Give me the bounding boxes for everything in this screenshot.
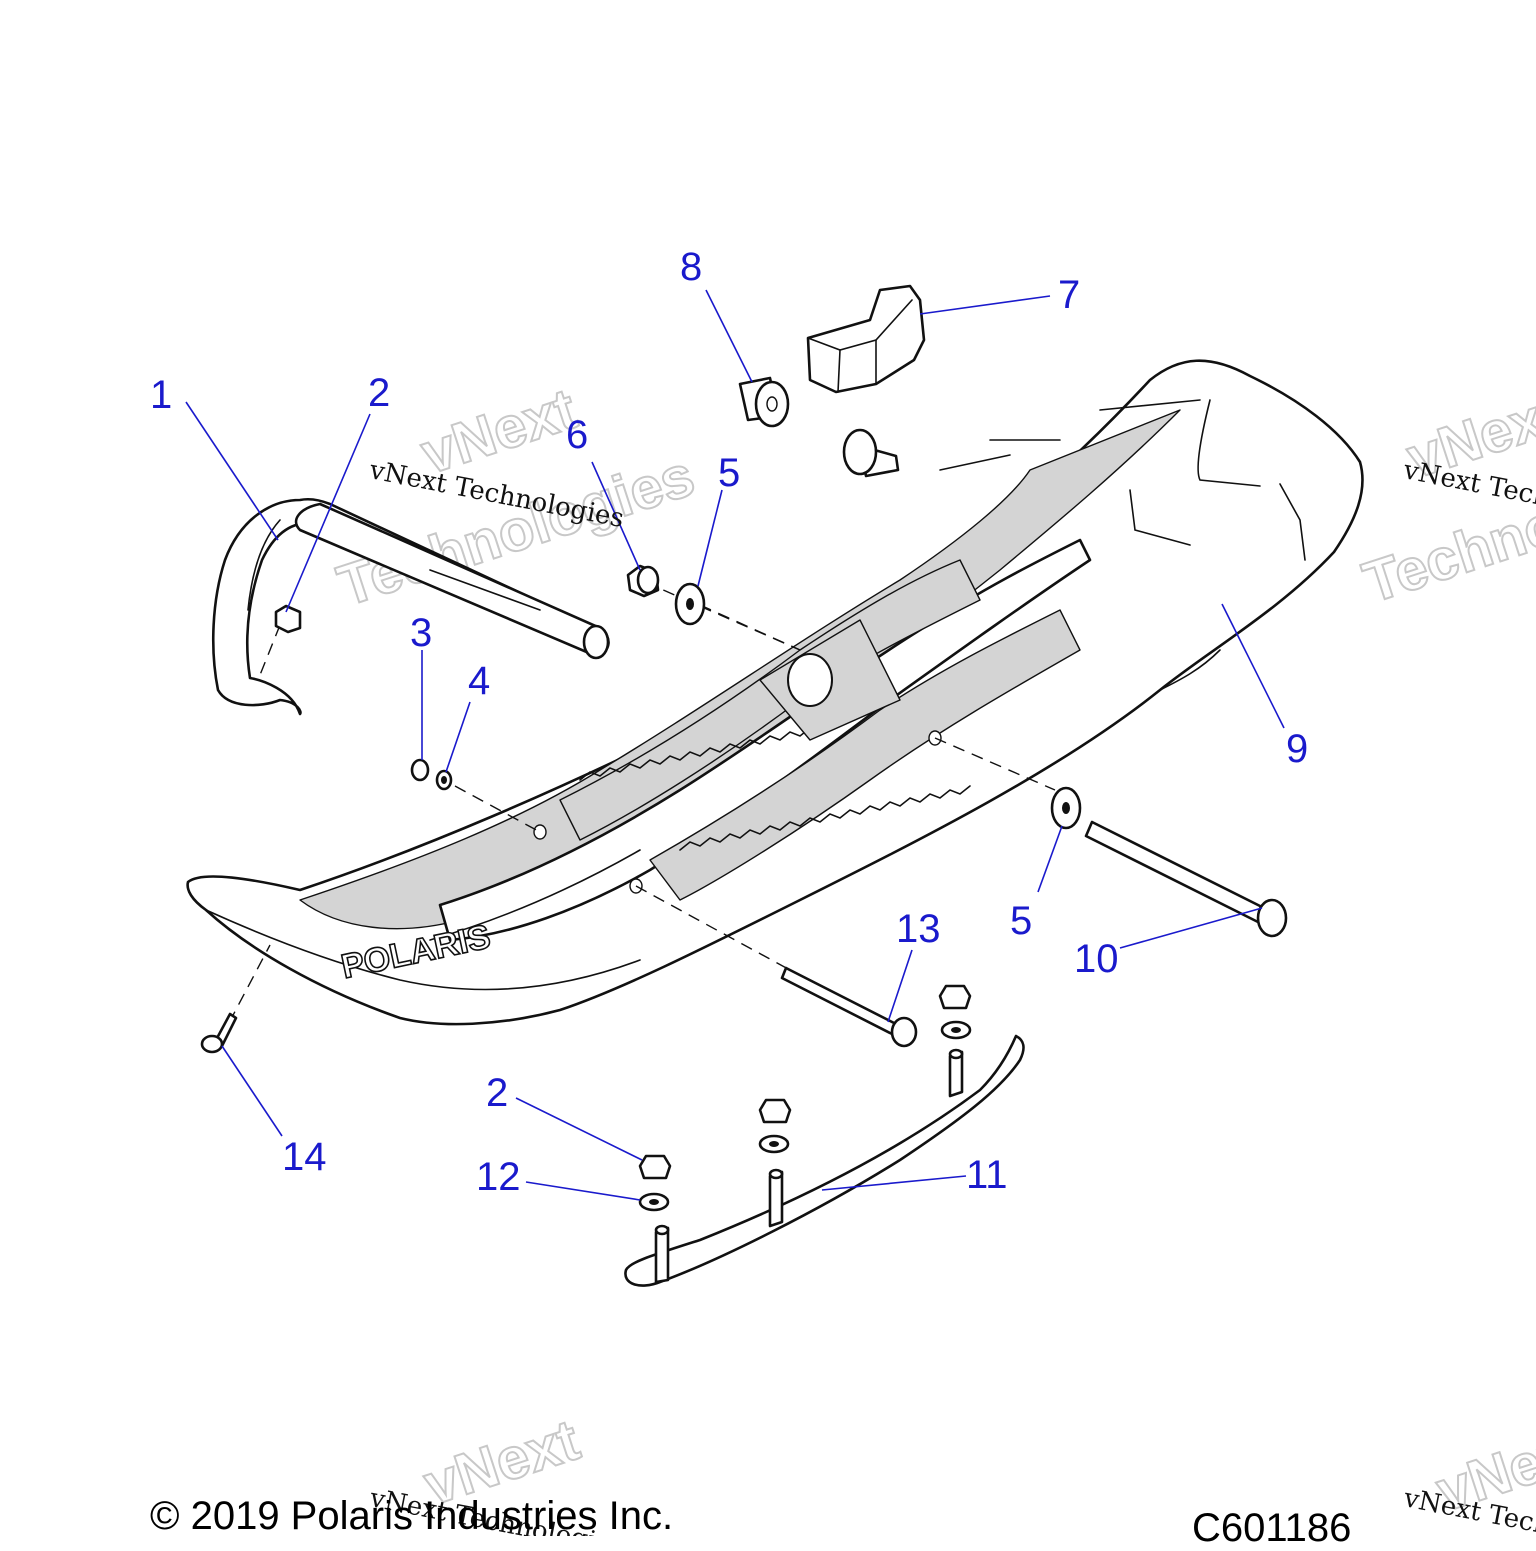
- runner-nut-right: [938, 984, 972, 1010]
- rivet: [200, 1012, 238, 1054]
- insert-top: [274, 604, 302, 634]
- callout-2-top: 2: [368, 371, 390, 415]
- callout-5-lower: 5: [1010, 899, 1032, 943]
- washer-small: [435, 769, 453, 791]
- leader-lines: [185, 289, 1285, 1201]
- callout-2-lower: 2: [486, 1071, 508, 1115]
- callout-6: 6: [566, 413, 588, 457]
- callout-5-upper: 5: [718, 451, 740, 495]
- washer-upper: [674, 582, 706, 626]
- long-bolt: [1084, 820, 1288, 938]
- runner-washer-mid: [758, 1134, 790, 1154]
- bolt: [780, 966, 918, 1048]
- runner-washer-left: [638, 1192, 670, 1212]
- callout-13: 13: [896, 907, 941, 951]
- ski-body: POLARIS: [186, 359, 1364, 1026]
- diagram-code: C601186: [1192, 1506, 1352, 1550]
- carbide-runner: [624, 1034, 1025, 1287]
- callout-10: 10: [1074, 937, 1119, 981]
- callout-14: 14: [282, 1135, 327, 1179]
- callout-1: 1: [150, 373, 172, 417]
- assembly-lines: [219, 581, 1056, 1041]
- spindle-sleeve-upper: [738, 376, 790, 428]
- callout-7: 7: [1058, 273, 1080, 317]
- callout-12: 12: [476, 1155, 521, 1199]
- bushing: [626, 564, 660, 598]
- runner-washer-right: [940, 1020, 972, 1040]
- ski-handle: [211, 497, 610, 716]
- runner-nut-mid: [758, 1098, 792, 1124]
- saddle-block: [806, 284, 926, 394]
- copyright-notice: © 2019 Polaris Industries Inc.: [150, 1494, 674, 1538]
- callout-9: 9: [1286, 727, 1308, 771]
- callout-8: 8: [680, 245, 702, 289]
- spindle-sleeve-lower: [842, 428, 900, 478]
- callout-4: 4: [468, 659, 490, 703]
- callout-11: 11: [966, 1153, 1008, 1197]
- washer-lower: [1050, 786, 1082, 830]
- callout-labels: 1 2 3 4 5 6 7 8 9 10 11 12 13 14 5 2: [150, 245, 1308, 1199]
- nut-small: [410, 758, 430, 782]
- callout-3: 3: [410, 611, 432, 655]
- runner-nut-left: [638, 1154, 672, 1180]
